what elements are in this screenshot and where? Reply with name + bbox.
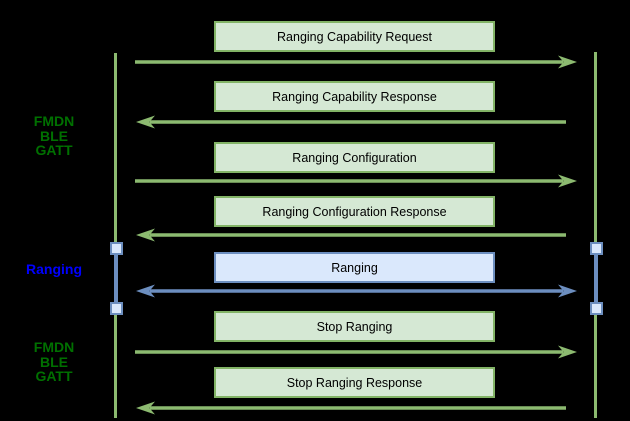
message-arrow-both [136, 284, 577, 298]
side-label-line: GATT [35, 368, 73, 384]
side-label-line: FMDN [33, 113, 75, 129]
side-label-line: BLE [40, 353, 68, 370]
lifeline-right [594, 52, 597, 418]
lifeline-left [114, 53, 117, 418]
message-box: Ranging Configuration [214, 142, 495, 173]
lifeline-ranging-segment [113, 247, 118, 308]
activation-marker [590, 301, 603, 315]
side-label-line: Ranging [26, 261, 82, 277]
activation-marker [109, 241, 123, 255]
message-box: Ranging Capability Response [214, 81, 495, 112]
lifeline-ranging-segment [593, 247, 598, 308]
message-arrow-right [135, 174, 577, 188]
side-label: Ranging [14, 262, 94, 277]
side-label-line: BLE [40, 127, 68, 144]
message-box: Stop Ranging [214, 311, 495, 342]
message-box: Ranging Capability Request [214, 21, 495, 52]
message-arrow-left [136, 228, 566, 242]
message-arrow-right [135, 55, 577, 69]
message-arrow-right [135, 345, 577, 359]
side-label-line: FMDN [33, 339, 75, 355]
message-box: Ranging [214, 252, 495, 283]
message-box: Stop Ranging Response [214, 367, 495, 398]
activation-marker [109, 301, 123, 315]
message-box: Ranging Configuration Response [214, 196, 495, 227]
activation-marker [590, 241, 603, 255]
side-label-line: GATT [35, 142, 73, 158]
message-arrow-left [136, 401, 566, 415]
message-arrow-left [136, 115, 566, 129]
